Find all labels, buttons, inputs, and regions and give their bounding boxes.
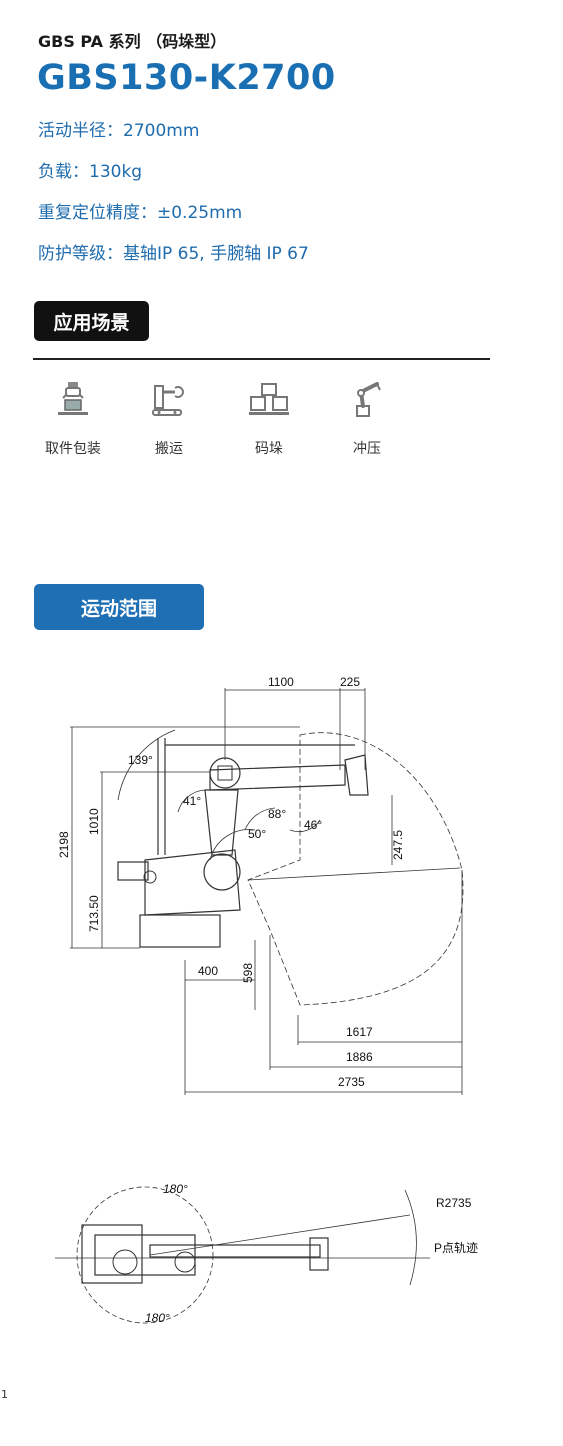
dim-2198: 2198 [57, 831, 71, 858]
dim-225: 225 [340, 675, 360, 689]
angle-46: 46° [304, 818, 322, 832]
dim-1886: 1886 [346, 1050, 373, 1064]
spec-payload: 负载：130kg [38, 162, 143, 182]
spec-protection: 防护等级：基轴IP 65, 手腕轴 IP 67 [38, 244, 309, 264]
angle-41: 41° [183, 794, 201, 808]
angle-180-top: 180° [163, 1182, 188, 1196]
app-item-pick-pack: 取件包装 [33, 380, 113, 458]
handling-icon [152, 385, 184, 416]
radius-label: R2735 [436, 1196, 472, 1210]
app-label: 码垛 [255, 441, 283, 457]
spec-repeatability: 重复定位精度：±0.25mm [38, 203, 243, 223]
dim-2735: 2735 [338, 1075, 365, 1089]
dim-247-5: 247.5 [391, 830, 405, 860]
dim-400: 400 [198, 964, 218, 978]
dim-1010: 1010 [87, 808, 101, 835]
angle-139: 139° [128, 753, 153, 767]
motion-range-heading: 运动范围 [34, 584, 204, 630]
angle-50: 50° [248, 827, 266, 841]
dim-598: 598 [241, 963, 255, 983]
model-title: GBS130-K2700 [37, 58, 336, 98]
dim-1617: 1617 [346, 1025, 373, 1039]
palletizing-icon [249, 383, 289, 415]
app-label: 冲压 [353, 441, 381, 457]
app-item-palletizing: 码垛 [229, 380, 309, 458]
app-label: 搬运 [155, 441, 183, 457]
pick-pack-icon [58, 382, 88, 415]
page-number: 1 [1, 1388, 8, 1401]
spec-reach: 活动半径：2700mm [38, 121, 200, 141]
section-divider [33, 358, 490, 360]
dim-713-50: 713.50 [87, 895, 101, 932]
app-item-stamping: 冲压 [327, 380, 407, 458]
series-title: GBS PA 系列 （码垛型） [38, 32, 227, 51]
dim-1100: 1100 [268, 675, 294, 689]
angle-88: 88° [268, 807, 286, 821]
stamping-icon [356, 382, 381, 417]
applications-heading: 应用场景 [34, 301, 149, 341]
angle-180-bottom: 180° [145, 1311, 170, 1325]
app-label: 取件包装 [45, 441, 101, 457]
app-item-handling: 搬运 [129, 380, 209, 458]
path-label: P点轨迹 [434, 1241, 478, 1255]
